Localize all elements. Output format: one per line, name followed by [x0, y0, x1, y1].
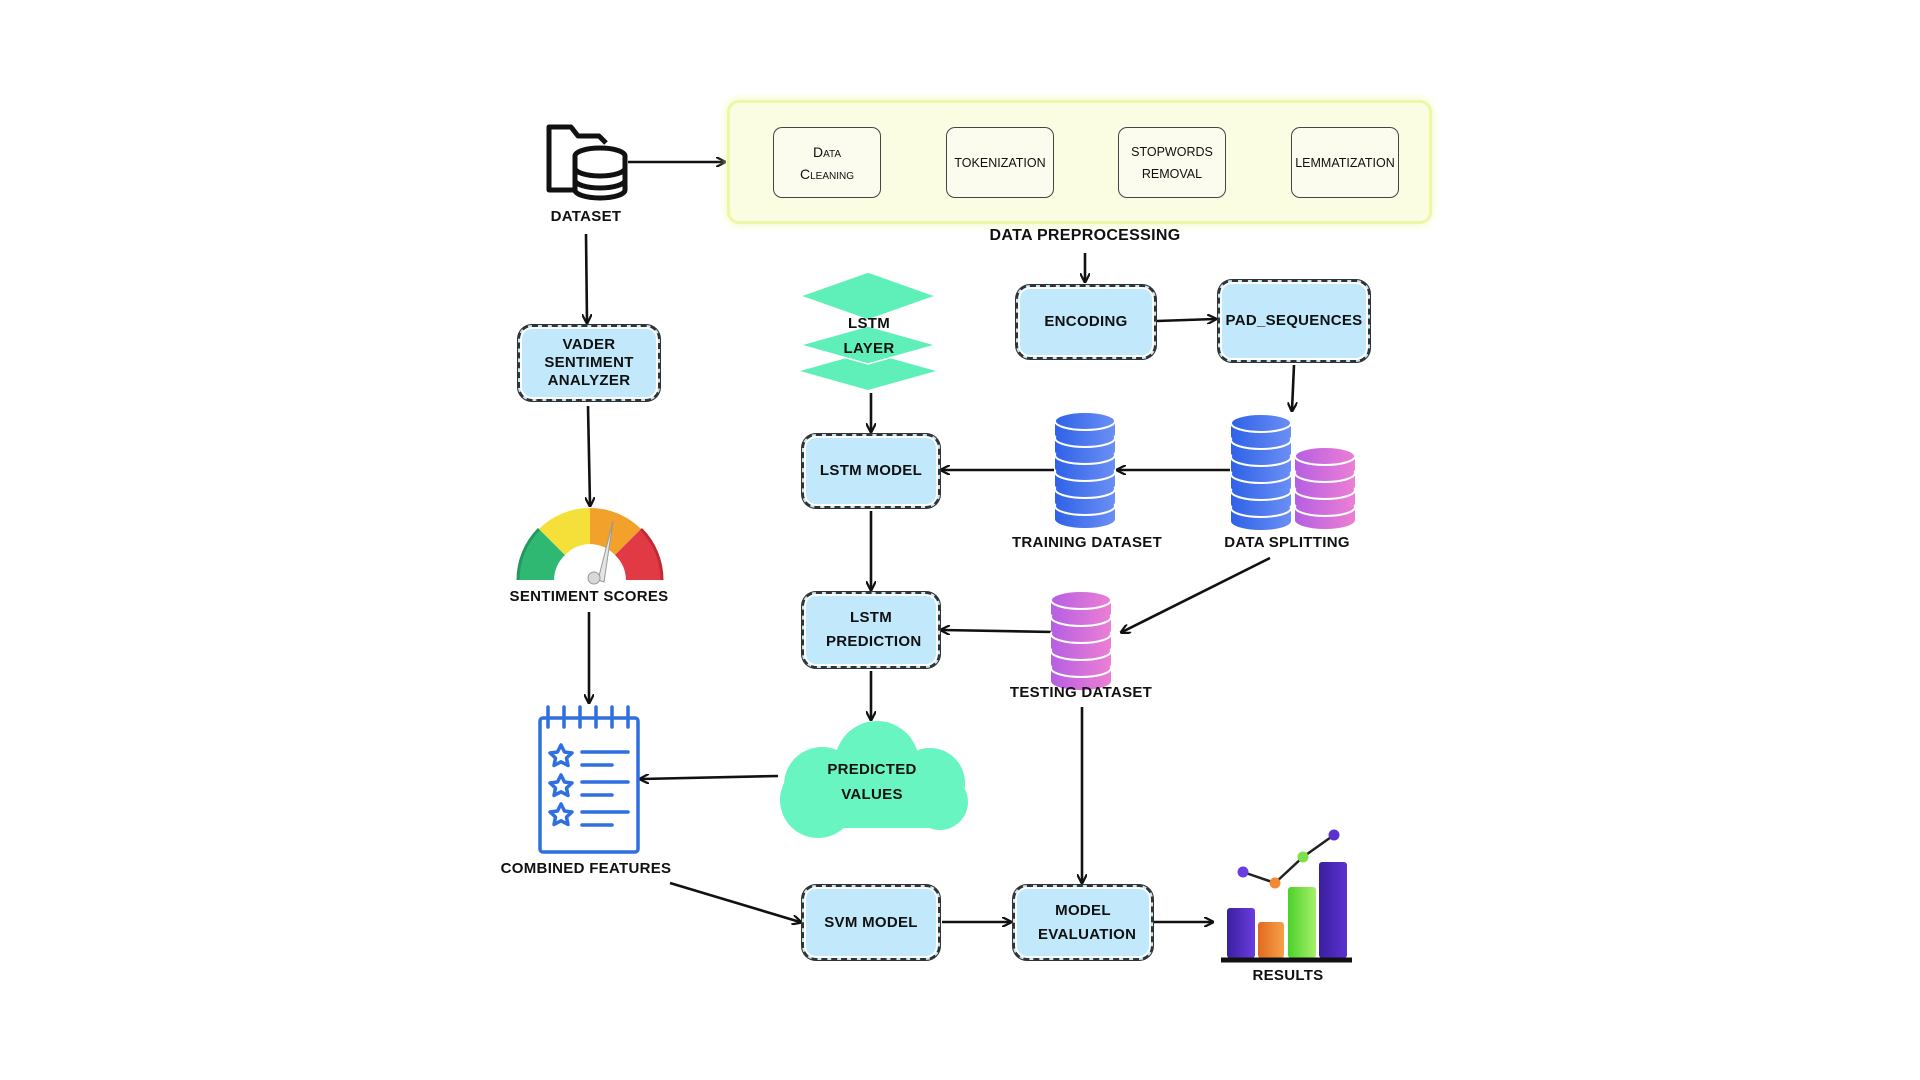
database-disc-top [1050, 590, 1112, 610]
predicted-values-label: PREDICTED VALUES [827, 761, 917, 803]
lemmatization-step: LEMMATIZATION [1291, 127, 1399, 198]
vader-analyzer-label: VADER SENTIMENT ANALYZER [544, 336, 634, 389]
arrow-pad-to-splitting [1292, 364, 1294, 410]
folder-database-icon [546, 124, 628, 201]
stopwords-removal-step: STOPWORDS REMOVAL [1118, 127, 1226, 198]
cloud-icon [780, 721, 968, 838]
arrow-encoding-to-pad [1156, 319, 1215, 321]
svm-model-box: SVM MODEL [802, 885, 940, 960]
database-disc-top [1054, 411, 1116, 431]
lstm-layer-label: LSTM LAYER [843, 315, 895, 357]
sentiment-scores-label: SENTIMENT SCORES [509, 588, 669, 605]
data-cleaning-label: Data Cleaning [799, 143, 854, 182]
connectors [586, 162, 1294, 922]
encoding-label: ENCODING [1044, 313, 1128, 330]
arrow-predicted-to-combined [641, 776, 779, 779]
arrow-testing-to-prediction [942, 630, 1055, 632]
combined-features-label: COMBINED FEATURES [500, 860, 672, 877]
data-preprocessing-label: DATA PREPROCESSING [989, 227, 1181, 244]
database-disc-top [1230, 413, 1292, 433]
lstm-model-box: LSTM MODEL [802, 434, 940, 508]
database-icon [1294, 446, 1356, 529]
pad-sequences-box: PAD_SEQUENCES [1218, 280, 1370, 362]
lstm-prediction-box: LSTM PREDICTION [802, 592, 940, 668]
database-disc-top [1294, 446, 1356, 466]
stopwords-removal-label: STOPWORDS REMOVAL [1131, 144, 1213, 181]
stacked-layers-icon [797, 271, 939, 390]
arrow-dataset-to-vader [586, 233, 587, 322]
database-icon [1050, 590, 1112, 690]
results-label: RESULTS [1252, 967, 1324, 984]
arrow-combined-to-svm [669, 881, 800, 922]
tokenization-step: TOKENIZATION [946, 127, 1054, 198]
model-evaluation-box: MODEL EVALUATION [1013, 885, 1153, 960]
lemmatization-label: LEMMATIZATION [1295, 155, 1395, 170]
bar-chart-icon [1221, 829, 1352, 963]
model-evaluation-label: MODEL EVALUATION [1038, 901, 1137, 943]
vader-analyzer-box: VADER SENTIMENT ANALYZER [518, 325, 660, 401]
data-cleaning-step: Data Cleaning [773, 127, 881, 198]
arrow-splitting-to-testing [1122, 556, 1271, 632]
arrow-vader-to-gauge [588, 405, 590, 505]
database-icon [1230, 413, 1292, 530]
tokenization-label: TOKENIZATION [954, 155, 1046, 170]
gauge-icon [516, 507, 664, 585]
data-splitting-label: DATA SPLITTING [1224, 534, 1350, 551]
svm-model-label: SVM MODEL [824, 913, 918, 931]
notepad-stars-icon [538, 705, 640, 854]
lstm-prediction-label: LSTM PREDICTION [826, 609, 922, 650]
training-dataset-label: TRAINING DATASET [1011, 534, 1163, 551]
dataset-label: DATASET [550, 208, 622, 225]
encoding-box: ENCODING [1016, 285, 1156, 359]
pad-sequences-label: PAD_SEQUENCES [1225, 312, 1363, 329]
testing-dataset-label: TESTING DATASET [1009, 684, 1153, 701]
database-icon [1054, 411, 1116, 528]
lstm-model-label: LSTM MODEL [819, 462, 923, 479]
